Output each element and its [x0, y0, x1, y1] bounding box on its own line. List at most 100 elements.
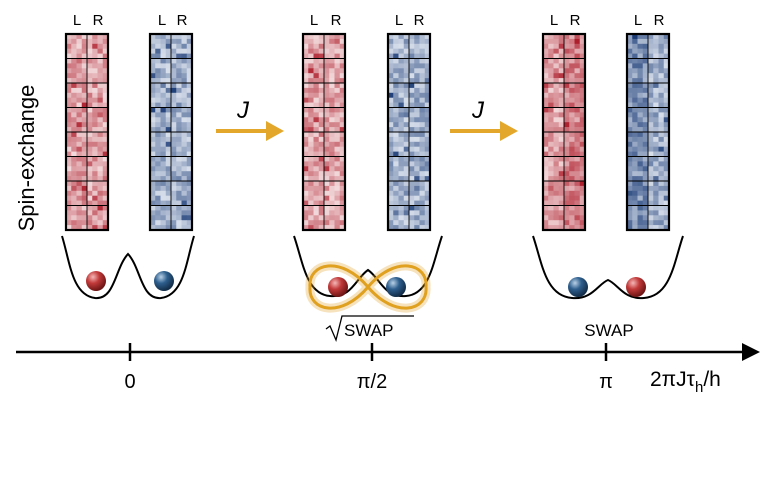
image-pixel: [579, 73, 586, 79]
image-pixel: [403, 200, 410, 206]
image-pixel: [334, 225, 341, 231]
image-pixel: [579, 210, 586, 216]
image-pixel: [388, 166, 394, 172]
image-pixel: [642, 181, 649, 187]
image-pixel: [92, 166, 98, 172]
image-pixel: [308, 48, 314, 54]
image-frame: [301, 32, 347, 232]
image-pixel: [165, 215, 172, 221]
image-pixel: [181, 200, 188, 206]
image-pixel: [419, 176, 426, 182]
image-pixel: [398, 58, 405, 64]
image-pixel: [574, 210, 581, 216]
image-pixel: [308, 97, 314, 103]
image-pixel: [97, 38, 104, 45]
image-pixel: [403, 146, 410, 152]
image-pixel: [393, 181, 399, 187]
image-pixel: [642, 195, 649, 201]
image-pixel: [393, 38, 399, 45]
image-pixel: [181, 176, 188, 182]
image-pixel: [87, 161, 93, 167]
image-pixel: [553, 166, 560, 172]
image-pixel: [388, 127, 394, 133]
image-pixel: [334, 43, 341, 49]
image-pixel: [313, 38, 320, 45]
image-pixel: [303, 48, 309, 54]
image-pixel: [398, 92, 405, 98]
image-pixel: [569, 200, 575, 206]
image-pixel: [186, 83, 193, 89]
image-pixel: [97, 136, 104, 143]
image-pixel: [663, 195, 670, 201]
image-pixel: [186, 136, 193, 143]
image-pixel: [313, 132, 320, 138]
image-pixel: [150, 117, 156, 123]
image-pixel: [388, 43, 394, 49]
image-pixel: [324, 210, 330, 216]
image-pixel: [181, 92, 188, 98]
image-pixel: [87, 112, 93, 118]
image-pixel: [186, 181, 193, 187]
image-pixel: [176, 117, 182, 123]
image-pixel: [574, 161, 581, 167]
image-frame: [148, 32, 194, 232]
blue-atom: [386, 277, 406, 297]
image-pixel: [424, 92, 431, 98]
image-pixel: [558, 132, 565, 138]
image-pixel: [569, 210, 575, 216]
image-pixel: [403, 215, 410, 221]
image-pixel: [334, 68, 341, 74]
image-pixel: [76, 185, 83, 192]
image-pixel: [663, 122, 670, 128]
image-pixel: [160, 43, 167, 49]
image-pixel: [632, 83, 638, 89]
image-pixel: [393, 136, 399, 143]
image-pixel: [155, 136, 161, 143]
image-pixel: [388, 122, 394, 128]
image-pixel: [419, 92, 426, 98]
image-pixel: [102, 185, 109, 192]
image-pixel: [637, 171, 644, 177]
image-pixel: [424, 132, 431, 138]
image-pixel: [76, 161, 83, 167]
image-pixel: [160, 102, 167, 108]
image-pixel: [553, 136, 560, 143]
image-pixel: [627, 146, 633, 152]
image-pixel: [171, 38, 177, 45]
image-pixel: [543, 156, 549, 162]
image-pixel: [313, 195, 320, 201]
image-pixel: [66, 83, 72, 89]
image-pixel: [414, 117, 420, 123]
image-pixel: [553, 156, 560, 162]
image-pixel: [398, 78, 405, 84]
image-pixel: [393, 215, 399, 221]
image-pixel: [658, 176, 665, 182]
image-pixel: [171, 68, 177, 74]
image-pixel: [181, 166, 188, 172]
image-pixel: [71, 127, 77, 133]
image-pixel: [165, 73, 172, 79]
image-pixel: [564, 205, 570, 211]
image-pixel: [637, 92, 644, 98]
image-pixel: [150, 166, 156, 172]
image-pixel: [424, 58, 431, 64]
image-pixel: [632, 185, 638, 192]
image-pixel: [627, 181, 633, 187]
image-pixel: [419, 117, 426, 123]
image-pixel: [87, 63, 93, 69]
axis-suffix: /h: [703, 368, 721, 391]
image-pixel: [398, 156, 405, 162]
image-pixel: [663, 176, 670, 182]
image-pixel: [637, 132, 644, 138]
image-pixel: [81, 63, 88, 69]
image-pixel: [186, 132, 193, 138]
image-pixel: [71, 73, 77, 79]
image-pixel: [553, 200, 560, 206]
image-pixel: [543, 195, 549, 201]
image-pixel: [398, 215, 405, 221]
image-pixel: [409, 176, 415, 182]
image-pixel: [653, 220, 659, 226]
image-pixel: [548, 220, 554, 226]
image-pixel: [308, 176, 314, 182]
image-pixel: [155, 181, 161, 187]
